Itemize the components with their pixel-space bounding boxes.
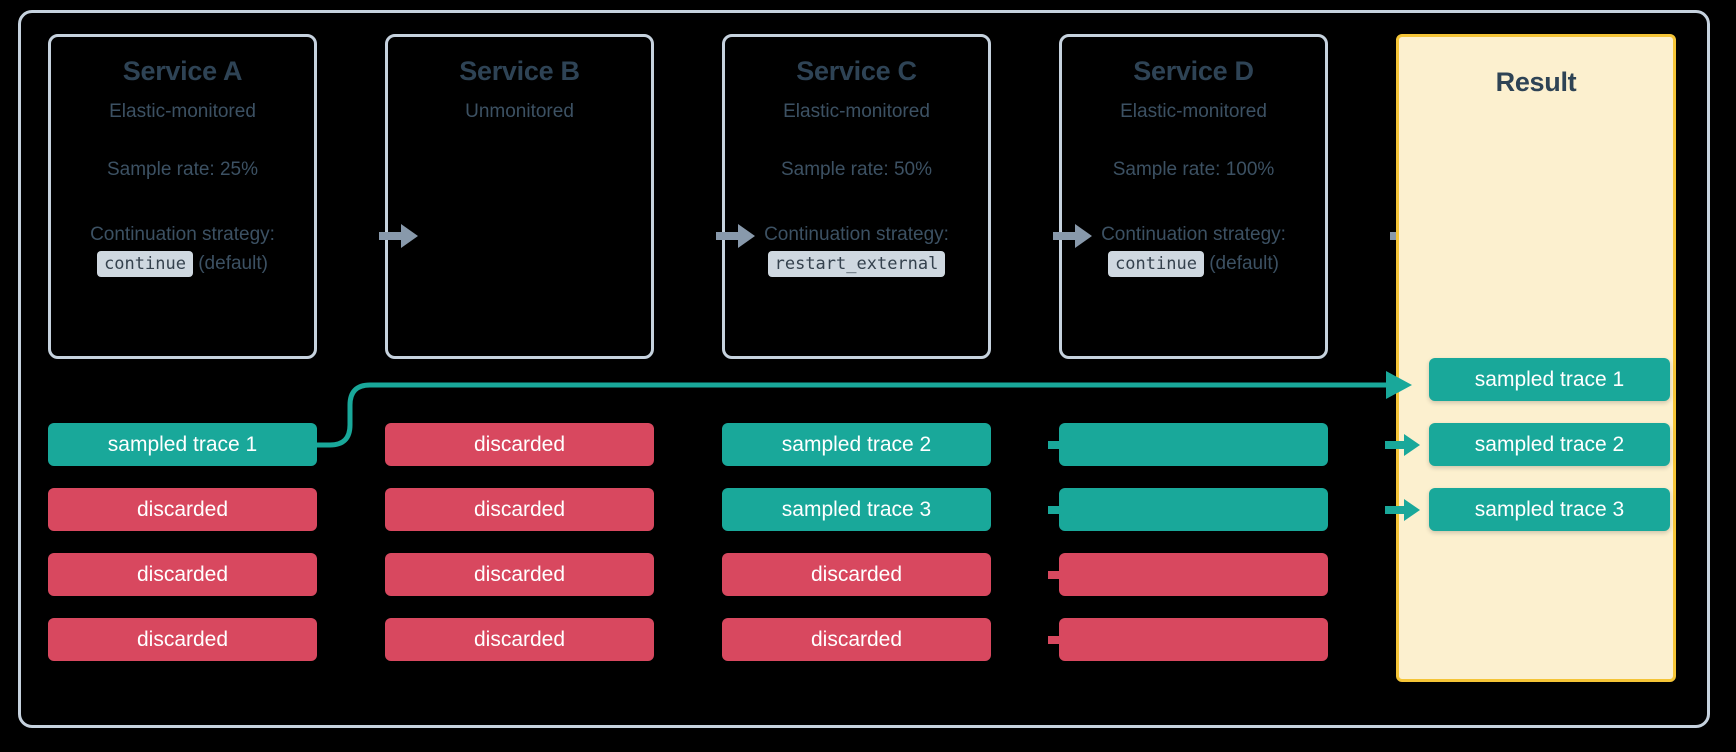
trace-box[interactable]: discarded [722,618,991,661]
service-c-strategy-label: Continuation strategy: [764,224,949,245]
service-card-d[interactable]: Service D Elastic-monitored Sample rate:… [1059,34,1328,359]
service-d-strategy-value: continue [1108,251,1204,277]
trace-box[interactable]: discarded [48,618,317,661]
trace-box[interactable]: sampled trace 1 [48,423,317,466]
service-c-title: Service C [796,56,917,86]
arrow-b-to-c-icon [716,223,756,249]
trace-arrow-c-to-d-icon [1048,498,1084,522]
service-a-strategy-label: Continuation strategy: [90,224,275,245]
service-a-strategy-note: (default) [198,253,268,274]
trace-box[interactable]: sampled trace 3 [722,488,991,531]
trace-arrow-d-to-result-icon [1385,433,1421,457]
service-b-title: Service B [459,56,580,86]
service-c-strategy-value: restart_external [767,251,946,277]
service-d-strategy-line: continue (default) [1062,249,1325,279]
service-card-b[interactable]: Service B Unmonitored [385,34,654,359]
service-a-strategy-value: continue [97,251,193,277]
services-row: Service A Elastic-monitored Sample rate:… [48,34,1688,364]
service-d-title: Service D [1133,56,1254,86]
trace-box[interactable]: discarded [385,423,654,466]
trace-arrow-c-to-d-icon [1048,433,1084,457]
trace-box[interactable]: discarded [385,488,654,531]
trace-arrow-d-to-result-icon [1385,498,1421,522]
trace-box[interactable]: discarded [722,553,991,596]
trace-box[interactable]: sampled trace 2 [722,423,991,466]
trace-box[interactable]: discarded [48,488,317,531]
trace-arrow-c-to-d-icon [1048,563,1084,587]
diagram-outer-frame [18,10,1710,728]
trace-box[interactable]: discarded [48,553,317,596]
service-d-strategy-note: (default) [1209,253,1279,274]
trace-box[interactable] [1059,423,1328,466]
trace-grid: sampled trace 1 discarded discarded disc… [48,0,1688,752]
trace-box[interactable]: discarded [385,618,654,661]
service-d-monitoring: Elastic-monitored [1120,101,1267,122]
service-d-sample-rate: Sample rate: 100% [1112,159,1275,180]
service-card-a[interactable]: Service A Elastic-monitored Sample rate:… [48,34,317,359]
result-trace-box[interactable]: sampled trace 3 [1429,488,1670,531]
service-c-strategy-line: restart_external [725,249,988,279]
service-a-sample-rate: Sample rate: 25% [106,159,259,180]
service-a-strategy-line: continue (default) [51,249,314,279]
service-b-monitoring: Unmonitored [465,101,574,122]
trace-box[interactable]: discarded [385,553,654,596]
result-trace-box[interactable]: sampled trace 1 [1429,358,1670,401]
service-c-sample-rate: Sample rate: 50% [780,159,933,180]
trace-arrow-c-to-d-icon [1048,628,1084,652]
service-c-monitoring: Elastic-monitored [783,101,930,122]
service-d-strategy-label: Continuation strategy: [1101,224,1286,245]
trace-box[interactable] [1059,553,1328,596]
service-a-monitoring: Elastic-monitored [109,101,256,122]
result-trace-box[interactable]: sampled trace 2 [1429,423,1670,466]
arrow-c-to-d-icon [1053,223,1093,249]
trace-box[interactable] [1059,488,1328,531]
service-a-title: Service A [122,56,243,86]
service-card-c[interactable]: Service C Elastic-monitored Sample rate:… [722,34,991,359]
trace-box[interactable] [1059,618,1328,661]
arrow-a-to-b-icon [379,223,419,249]
result-title: Result [1495,67,1577,97]
